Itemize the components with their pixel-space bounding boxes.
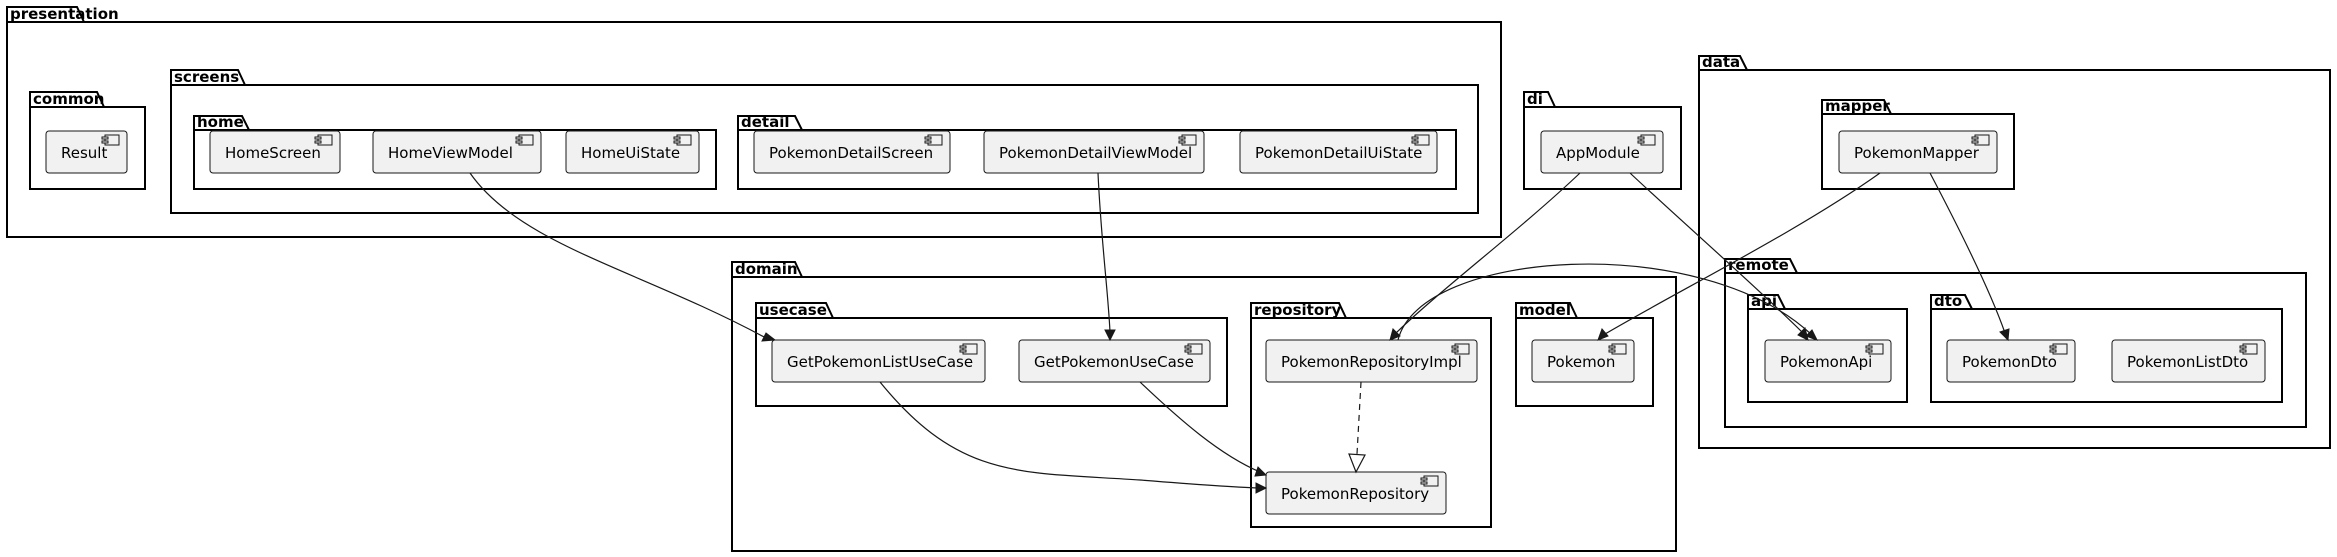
component-get-pokemon-use-case[interactable]: GetPokemonUseCase [1018, 339, 1211, 383]
package-home: home [193, 113, 717, 190]
package-presentation: presentation [6, 5, 1502, 238]
package-home-label: home [197, 113, 244, 131]
component-get-pokemon-use-case-label: GetPokemonUseCase [1034, 353, 1194, 371]
component-pokemon-repository-impl-label: PokemonRepositoryImpl [1281, 353, 1462, 371]
package-repository-label: repository [1254, 301, 1342, 319]
component-pokemon-repository-label: PokemonRepository [1281, 485, 1429, 503]
edge-mapper-to-pokemon [1597, 172, 1881, 341]
component-pokemon-mapper-label: PokemonMapper [1854, 144, 1980, 162]
package-domain: domain [731, 260, 1677, 552]
package-di: di [1523, 90, 1682, 190]
component-pokemon-detail-view-model[interactable]: PokemonDetailViewModel [983, 130, 1205, 174]
package-repository: repository [1250, 301, 1492, 528]
component-pokemon-detail-ui-state[interactable]: PokemonDetailUiState [1239, 130, 1438, 174]
package-common-label: common [33, 90, 104, 108]
package-screens-label: screens [174, 68, 239, 86]
edge-mapper-to-pokemondto [1929, 172, 2010, 342]
component-home-view-model[interactable]: HomeViewModel [372, 130, 542, 174]
package-model-label: model [1519, 301, 1571, 319]
package-remote: remote [1724, 256, 2307, 428]
component-home-ui-state[interactable]: HomeUiState [565, 130, 700, 174]
edge-getpokemonlistusecase-to-repository [879, 381, 1268, 494]
component-home-view-model-label: HomeViewModel [388, 144, 513, 162]
component-pokemon-label: Pokemon [1547, 353, 1615, 371]
component-get-pokemon-list-use-case-label: GetPokemonListUseCase [787, 353, 973, 371]
package-presentation-label: presentation [10, 5, 119, 23]
package-model: model [1515, 301, 1654, 407]
edge-appmodule-to-pokemonapi [1629, 172, 1809, 341]
package-data-label: data [1702, 53, 1740, 71]
component-pokemon-api-label: PokemonApi [1780, 353, 1872, 371]
package-mapper: mapper [1821, 97, 2015, 190]
component-pokemon-detail-screen-label: PokemonDetailScreen [769, 144, 933, 162]
package-detail: detail [737, 113, 1457, 190]
component-app-module-label: AppModule [1556, 144, 1640, 162]
component-pokemon-repository-impl[interactable]: PokemonRepositoryImpl [1265, 339, 1478, 383]
component-pokemon-api[interactable]: PokemonApi [1764, 339, 1892, 383]
edge-appmodule-to-repositoryimpl [1389, 172, 1581, 341]
component-pokemon-detail-view-model-label: PokemonDetailViewModel [999, 144, 1192, 162]
package-domain-label: domain [735, 260, 798, 278]
edge-getpokemonusecase-to-repository [1139, 381, 1268, 477]
package-usecase: usecase [755, 301, 1228, 407]
package-usecase-label: usecase [759, 301, 827, 319]
package-screens: screens [170, 68, 1479, 214]
component-app-module[interactable]: AppModule [1540, 130, 1664, 174]
package-dto: dto [1930, 292, 2283, 403]
component-home-screen[interactable]: HomeScreen [209, 130, 341, 174]
package-dto-label: dto [1934, 292, 1962, 310]
package-remote-label: remote [1728, 256, 1789, 274]
package-data: data [1698, 53, 2331, 449]
component-home-screen-label: HomeScreen [225, 144, 321, 162]
component-pokemon[interactable]: Pokemon [1531, 339, 1635, 383]
component-result-label: Result [61, 144, 107, 162]
edge-repositoryimpl-realizes-repository [1348, 381, 1366, 474]
package-di-label: di [1527, 90, 1543, 108]
component-pokemon-detail-ui-state-label: PokemonDetailUiState [1255, 144, 1422, 162]
component-pokemon-list-dto[interactable]: PokemonListDto [2111, 339, 2266, 383]
component-pokemon-list-dto-label: PokemonListDto [2127, 353, 2248, 371]
edge-detailviewmodel-to-getpokemonusecase [1097, 172, 1116, 342]
component-home-ui-state-label: HomeUiState [581, 144, 680, 162]
edge-repositoryimpl-to-pokemonapi [1397, 263, 1819, 341]
package-detail-label: detail [741, 113, 790, 131]
component-pokemon-mapper[interactable]: PokemonMapper [1838, 130, 1998, 174]
component-result[interactable]: Result [45, 130, 128, 174]
component-pokemon-detail-screen[interactable]: PokemonDetailScreen [753, 130, 951, 174]
component-pokemon-dto[interactable]: PokemonDto [1946, 339, 2076, 383]
component-pokemon-repository[interactable]: PokemonRepository [1265, 471, 1447, 515]
component-pokemon-dto-label: PokemonDto [1962, 353, 2057, 371]
edge-homeviewmodel-to-getpokemonlistusecase [469, 172, 777, 342]
component-get-pokemon-list-use-case[interactable]: GetPokemonListUseCase [771, 339, 986, 383]
package-mapper-label: mapper [1825, 97, 1890, 115]
package-common: common [29, 90, 146, 190]
